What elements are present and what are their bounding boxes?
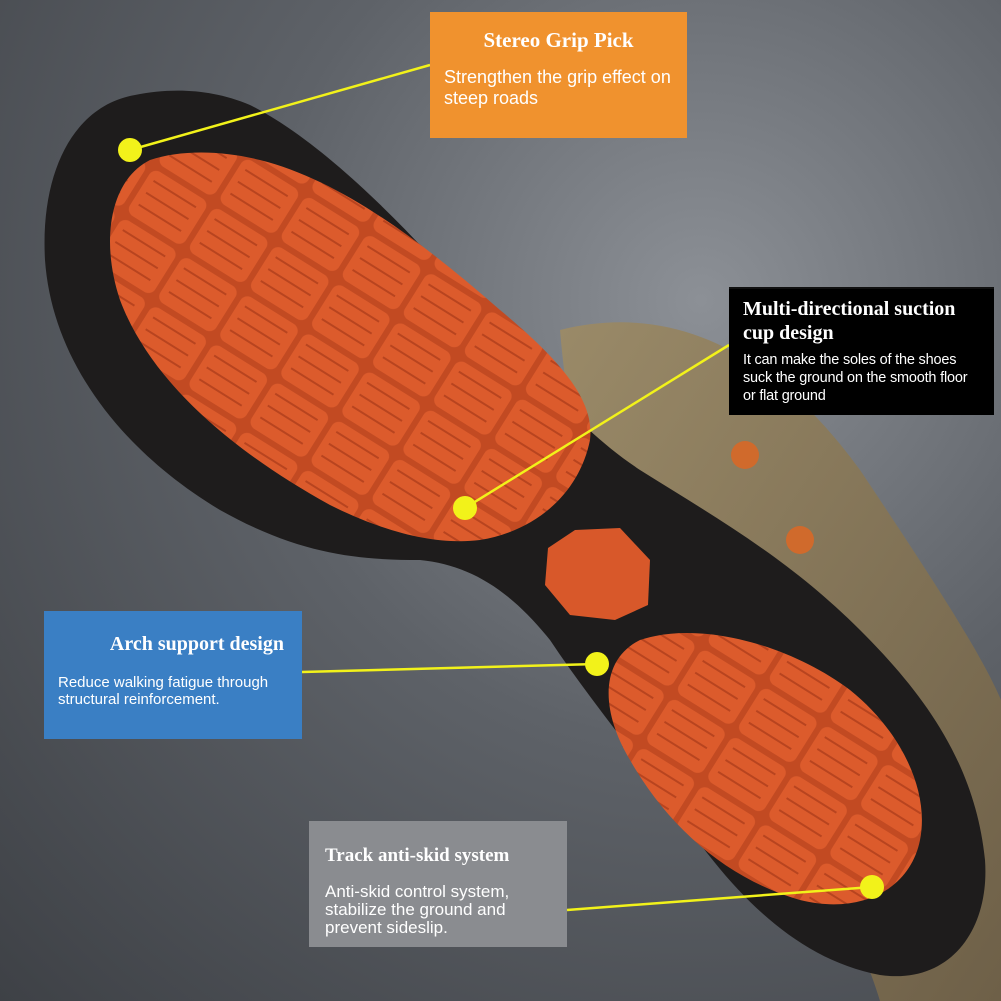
callout-anti-skid: Track anti-skid system Anti-skid control…: [309, 821, 567, 947]
pointer-dot: [860, 875, 884, 899]
callout-description: Strengthen the grip effect on steep road…: [444, 67, 671, 108]
pointer-dot: [585, 652, 609, 676]
callout-title: Arch support design: [109, 633, 284, 655]
forefoot-tread: [110, 152, 591, 542]
callout-arch-support: Arch support design Reduce walking fatig…: [44, 611, 302, 739]
callout-title: Stereo Grip Pick: [483, 28, 634, 52]
heel-tread: [608, 633, 922, 905]
callout-suction-cup: Multi-directional suction cup design It …: [729, 287, 994, 415]
lace-eyelet: [786, 526, 814, 554]
pointer-dot: [118, 138, 142, 162]
callout-description: Reduce walking fatigue through structura…: [58, 674, 269, 708]
arch-pad: [545, 528, 650, 620]
callout-description: Anti-skid control system, stabilize the …: [325, 882, 510, 937]
callout-stereo-grip: Stereo Grip Pick Strengthen the grip eff…: [430, 12, 687, 138]
pointer-line: [566, 885, 873, 912]
lace-eyelet: [731, 441, 759, 469]
callout-title: Track anti-skid system: [325, 845, 510, 866]
callout-title: Multi-directional suction cup design: [743, 298, 956, 344]
pointer-line: [301, 662, 598, 674]
callout-description: It can make the soles of the shoes suck …: [743, 352, 968, 404]
pointer-line: [129, 63, 431, 152]
pointer-line: [464, 343, 730, 510]
pointer-dot: [453, 496, 477, 520]
